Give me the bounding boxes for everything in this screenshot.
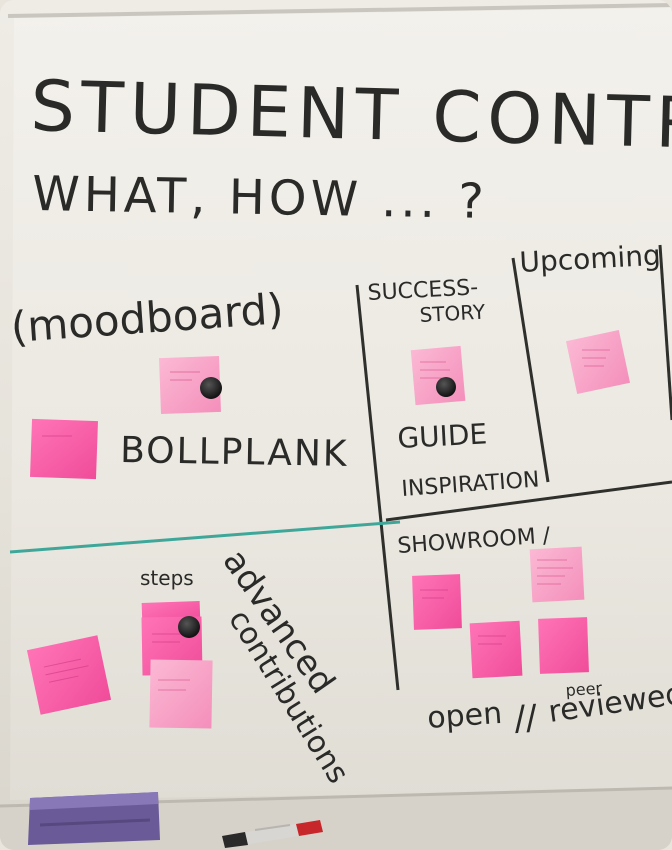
sticky-note-showroom-1 — [412, 574, 462, 630]
title-line-2: WHAT, HOW ... ? — [32, 166, 489, 230]
sticky-note-showroom-4 — [538, 617, 589, 674]
divider-vertical-2 — [511, 257, 550, 483]
label-upcoming: Upcoming — [519, 239, 662, 279]
sticky-note-showroom-3 — [469, 620, 523, 679]
magnet-moodboard — [200, 377, 222, 399]
sticky-note-upcoming — [565, 329, 631, 395]
label-steps: steps — [140, 566, 194, 590]
sticky-note-moodboard — [159, 355, 221, 415]
whiteboard-eraser — [28, 792, 160, 845]
sticky-note-bottom-left — [26, 635, 112, 715]
label-peer: peer — [565, 678, 603, 700]
divider-horizontal-right — [385, 480, 672, 522]
magnet-success-story — [436, 377, 456, 397]
magnet-steps — [178, 616, 200, 638]
sticky-note-success-story — [410, 345, 466, 406]
marker-tray — [0, 788, 672, 850]
label-bollplank: BOLLPLANK — [120, 430, 349, 475]
label-success-story-2: STORY — [419, 300, 486, 327]
sticky-note-steps-stack — [141, 600, 213, 729]
label-guide: GUIDE — [397, 417, 488, 455]
label-open: open — [426, 696, 503, 736]
label-success-story-1: SUCCESS- — [367, 275, 479, 306]
sticky-note-bollplank — [30, 418, 98, 480]
divider-horizontal-green — [9, 520, 401, 554]
whiteboard-frame — [7, 3, 672, 18]
divider-vertical-3 — [658, 244, 672, 421]
label-slashes: // — [513, 697, 539, 739]
title-line-1: STUDENT CONTRI — [30, 65, 672, 165]
divider-vertical-1 — [355, 284, 400, 691]
whiteboard-marker — [222, 820, 323, 848]
sticky-note-showroom-2 — [529, 546, 585, 603]
